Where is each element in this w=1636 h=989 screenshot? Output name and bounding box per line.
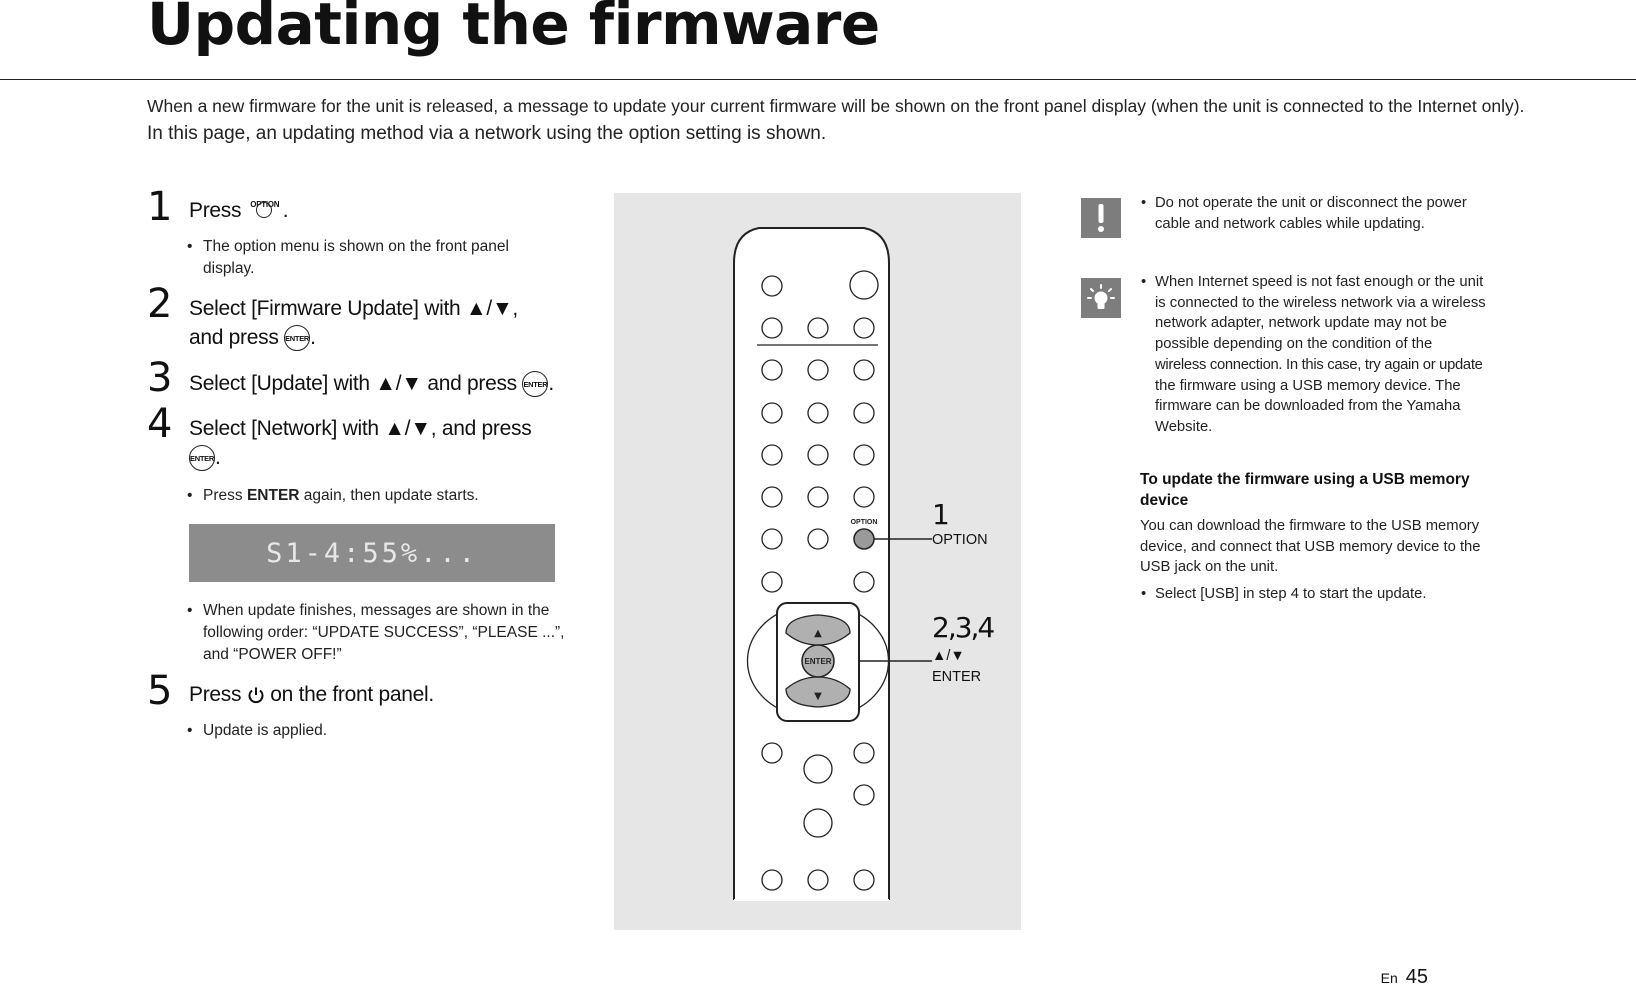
hint-line-7: firmware can be downloaded from the Yama…	[1155, 398, 1461, 415]
remote-enter-key	[801, 644, 835, 678]
finish-bullet-line-1: When update finishes, messages are shown…	[203, 602, 550, 619]
usb-body-line-1: You can download the firmware to the USB…	[1140, 518, 1480, 534]
exclamation-icon	[1081, 198, 1121, 238]
remote-option-key	[853, 528, 875, 550]
step-3-pre: Select [Update] with ▲/▼ and press	[189, 372, 517, 395]
remote-down-key	[785, 676, 851, 708]
power-icon	[248, 687, 264, 704]
enter-button-icon: ENTER	[284, 325, 311, 352]
footer-language: En	[1380, 970, 1398, 986]
intro-line-1: When a new firmware for the unit is rele…	[147, 96, 1525, 116]
hint-line-6: the firmware using a USB memory device. …	[1155, 377, 1461, 394]
hint-note: • When Internet speed is not fast enough…	[1141, 272, 1486, 438]
step-4-bullet-bold: ENTER	[246, 487, 300, 504]
step-3-post: .	[548, 372, 554, 395]
usb-body: You can download the firmware to the USB…	[1140, 516, 1481, 578]
remote-enter-key-label: ENTER	[804, 657, 831, 666]
step-2-number: 2	[147, 281, 173, 327]
remote-control-illustration: OPTION ▲ ▼ ENTER	[733, 227, 932, 901]
option-button-icon: OPTION	[247, 190, 283, 220]
step-1-pre: Press	[189, 199, 242, 222]
step-1-bullet-line-1: The option menu is shown on the front pa…	[203, 238, 509, 255]
step-2-text: Select [Firmware Update] with ▲/▼, and p…	[189, 294, 518, 352]
step-5-bullet-text: Update is applied.	[203, 722, 328, 739]
usb-heading: To update the firmware using a USB memor…	[1140, 469, 1470, 511]
callout-2-number: 2,3,4	[932, 611, 995, 644]
hint-line-8: Website.	[1155, 418, 1213, 435]
remote-down-arrow: ▼	[814, 691, 822, 702]
step-5-number: 5	[147, 668, 173, 714]
step-4-line-2-post: .	[215, 446, 221, 469]
finish-bullet-line-3: and “POWER OFF!”	[203, 646, 342, 663]
page-title: Updating the firmware	[147, 0, 880, 58]
step-2-line-2: and press ENTER.	[189, 323, 518, 352]
step-4-line-1: Select [Network] with ▲/▼, and press	[189, 417, 532, 440]
step-3-number: 3	[147, 355, 173, 401]
remote-option-key-label: OPTION	[851, 519, 878, 526]
front-panel-display: S1-4:55%...	[189, 524, 555, 582]
lightbulb-icon	[1081, 278, 1121, 318]
enter-button-icon: ENTER	[189, 445, 215, 472]
usb-bullet: • Select [USB] in step 4 to start the up…	[1141, 586, 1427, 602]
step-4-bullet-pre: Press	[203, 487, 243, 504]
callout-1-number: 1	[932, 498, 950, 531]
callout-2-label: ENTER	[932, 669, 982, 685]
step-1-text: Press OPTION .	[189, 196, 289, 226]
finish-bullet: • When update finishes, messages are sho…	[187, 600, 565, 666]
title-rule	[0, 79, 1636, 80]
hint-line-2: is connected to the wireless network via…	[1155, 294, 1486, 311]
step-5-pre: Press	[189, 683, 242, 706]
step-4-bullet-post: again, then update starts.	[303, 487, 479, 504]
remote-up-arrow: ▲	[814, 628, 822, 639]
step-1-post: .	[282, 199, 289, 222]
page-number: 45	[1405, 966, 1428, 988]
caution-line-1: Do not operate the unit or disconnect th…	[1155, 195, 1467, 211]
step-2-line-1: Select [Firmware Update] with ▲/▼,	[189, 297, 518, 320]
hint-line-5: wireless connection. In this case, try a…	[1155, 356, 1483, 373]
step-5-text: Press on the front panel.	[189, 680, 434, 709]
usb-bullet-text: Select [USB] in step 4 to start the upda…	[1155, 586, 1427, 602]
step-1-bullet-line-2: display.	[203, 260, 255, 277]
step-4-number: 4	[147, 401, 173, 447]
hint-line-3: network adapter, network update may not …	[1155, 315, 1448, 332]
step-2-line-2-post: .	[310, 326, 316, 349]
page-footer: En 45	[1381, 966, 1428, 989]
callout-2-arrows: ▲/▼	[932, 648, 965, 664]
hint-line-1: When Internet speed is not fast enough o…	[1155, 274, 1484, 290]
step-3-text: Select [Update] with ▲/▼ and press ENTER…	[189, 369, 554, 398]
hint-line-4: possible depending on the condition of t…	[1155, 336, 1433, 353]
caution-note: • Do not operate the unit or disconnect …	[1141, 193, 1467, 234]
step-2-line-2-pre: and press	[189, 326, 279, 349]
step-1-bullet: • The option menu is shown on the front …	[187, 236, 509, 280]
usb-heading-line-1: To update the firmware using a USB memor…	[1140, 471, 1470, 488]
step-1-number: 1	[147, 184, 173, 230]
intro-line-2: In this page, an updating method via a n…	[147, 123, 827, 144]
usb-body-line-2: device, and connect that USB memory devi…	[1140, 538, 1481, 555]
usb-body-line-3: USB jack on the unit.	[1140, 559, 1279, 576]
enter-button-icon: ENTER	[522, 371, 549, 398]
step-5-post: on the front panel.	[270, 683, 434, 706]
callout-1-label: OPTION	[932, 532, 988, 548]
finish-bullet-line-2: following order: “UPDATE SUCCESS”, “PLEA…	[203, 624, 565, 641]
step-4-bullet: • Press ENTER again, then update starts.	[187, 487, 479, 504]
intro-text: When a new firmware for the unit is rele…	[147, 93, 1524, 147]
step-4-line-2: ENTER.	[189, 443, 531, 472]
caution-line-2: cable and network cables while updating.	[1155, 215, 1425, 232]
step-4-text: Select [Network] with ▲/▼, and press ENT…	[189, 414, 532, 472]
remote-illustration-panel: OPTION ▲ ▼ ENTER 1 OPTION 2,3,4 ▲/▼ ENTE…	[614, 193, 1021, 930]
display-text: S1-4:55%...	[266, 538, 478, 569]
step-5-bullet: • Update is applied.	[187, 722, 328, 739]
usb-heading-line-2: device	[1140, 492, 1189, 509]
remote-up-key	[785, 614, 851, 646]
